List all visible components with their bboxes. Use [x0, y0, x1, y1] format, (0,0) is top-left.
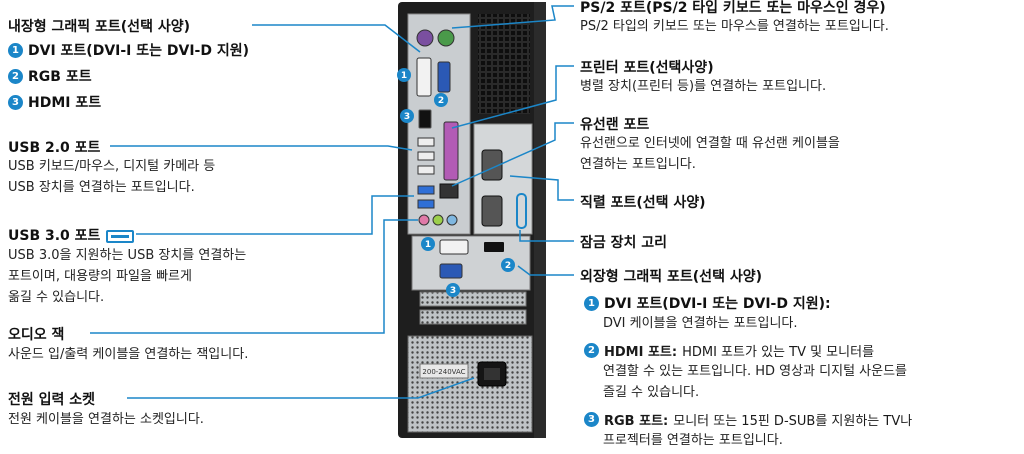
top-vent	[478, 14, 530, 114]
svg-text:1: 1	[401, 71, 407, 81]
audio-jack-out	[432, 214, 444, 226]
usb3-desc-line-2: 포트이며, 대용량의 파일을 빠르게	[8, 269, 192, 284]
external-dvi-desc: DVI 케이블을 연결하는 포트입니다.	[603, 316, 798, 331]
usb3-title: USB 3.0 포트	[8, 225, 135, 245]
serial-title: 직렬 포트(선택 사양)	[580, 195, 706, 211]
usb2-desc-line-2: USB 장치를 연결하는 포트입니다.	[8, 180, 195, 195]
number-badge: 1	[8, 42, 23, 58]
usb2-desc-line-1: USB 키보드/마우스, 디지털 카메라 등	[8, 159, 216, 174]
lan-title: 유선랜 포트	[580, 117, 650, 133]
audio-desc: 사운드 입/출력 케이블을 연결하는 잭입니다.	[8, 347, 249, 362]
usb3-desc-line-3: 옮길 수 있습니다.	[8, 290, 105, 305]
ps2-mouse-port	[416, 29, 434, 47]
usb3-port	[417, 199, 435, 209]
internal-graphics-item-1: 1 DVI 포트(DVI-I 또는 DVI-D 지원)	[8, 40, 249, 60]
audio-jack-mic	[418, 214, 430, 226]
serial-port	[481, 149, 503, 181]
external-graphics-item-1: 1 DVI 포트(DVI-I 또는 DVI-D 지원):	[584, 293, 831, 313]
serial-port	[481, 195, 503, 227]
external-hdmi-desc-line-3: 즐길 수 있습니다.	[603, 385, 700, 400]
diagram-badges	[397, 68, 515, 297]
psu-label-plate	[419, 363, 469, 379]
printer-title: 프린터 포트(선택사양)	[580, 60, 714, 76]
internal-dvi-port	[416, 57, 432, 97]
psu	[407, 335, 533, 433]
usb3-desc-line-1: USB 3.0을 지원하는 USB 장치를 연결하는	[8, 248, 247, 263]
slot-cover	[419, 291, 527, 307]
number-badge: 3	[8, 94, 23, 110]
usb3-logo-icon	[106, 229, 135, 243]
external-dvi-port	[439, 239, 469, 255]
ps2-desc: PS/2 타입의 키보드 또는 마우스를 연결하는 포트입니다.	[580, 19, 889, 34]
external-graphics-item-2: 2 HDMI 포트: HDMI 포트가 있는 TV 및 모니터를	[584, 341, 874, 360]
slot-cover	[419, 309, 527, 325]
internal-rgb-port	[437, 61, 451, 93]
internal-graphics-item-2: 2 RGB 포트	[8, 66, 92, 86]
external-graphics-item-3: 3 RGB 포트: 모니터 또는 15핀 D-SUB를 지원하는 TV나	[584, 410, 912, 429]
internal-hdmi-port	[418, 109, 432, 129]
ps2-keyboard-port	[437, 29, 455, 47]
io-panel	[407, 13, 471, 235]
power-desc: 전원 케이블을 연결하는 소켓입니다.	[8, 412, 204, 427]
svg-text:2: 2	[505, 261, 511, 271]
usb2-port	[417, 137, 435, 147]
external-hdmi-desc-line-2: 연결할 수 있는 포트입니다. HD 영상과 디지털 사운드를	[603, 364, 908, 379]
power-title: 전원 입력 소켓	[8, 392, 96, 408]
ps2-title: PS/2 포트(PS/2 타입 키보드 또는 마우스인 경우)	[580, 0, 886, 16]
lock-title: 잠금 장치 고리	[580, 235, 668, 251]
internal-graphics-title: 내장형 그래픽 포트(선택 사양)	[8, 19, 190, 35]
number-badge: 3	[584, 412, 599, 427]
printer-desc: 병렬 장치(프린터 등)를 연결하는 포트입니다.	[580, 79, 827, 94]
usb2-title: USB 2.0 포트	[8, 140, 101, 156]
lan-desc-line-2: 연결하는 포트입니다.	[580, 157, 696, 172]
audio-jack-in	[446, 214, 458, 226]
external-graphics-title: 외장형 그래픽 포트(선택 사양)	[580, 269, 762, 285]
case-edge-right	[534, 2, 546, 438]
svg-text:3: 3	[404, 112, 410, 122]
svg-text:1: 1	[425, 240, 431, 250]
internal-graphics-item-3: 3 HDMI 포트	[8, 92, 101, 112]
lock-loop	[516, 193, 527, 229]
lan-port	[439, 183, 459, 199]
usb2-port	[417, 151, 435, 161]
number-badge: 2	[584, 343, 599, 358]
external-rgb-desc-line-2: 프로젝터를 연결하는 포트입니다.	[603, 433, 783, 448]
external-rgb-port	[439, 263, 463, 279]
lan-desc-line-1: 유선랜으로 인터넷에 연결할 때 유선랜 케이블을	[580, 136, 840, 151]
number-badge: 1	[584, 295, 599, 311]
external-hdmi-port	[484, 242, 504, 252]
psu-rating-text: 200-240VAC	[422, 368, 465, 376]
parallel-port	[443, 121, 459, 181]
usb2-port	[417, 165, 435, 175]
audio-title: 오디오 잭	[8, 327, 65, 343]
svg-text:3: 3	[450, 286, 456, 296]
svg-text:2: 2	[438, 96, 444, 106]
number-badge: 2	[8, 68, 23, 84]
usb3-port	[417, 185, 435, 195]
